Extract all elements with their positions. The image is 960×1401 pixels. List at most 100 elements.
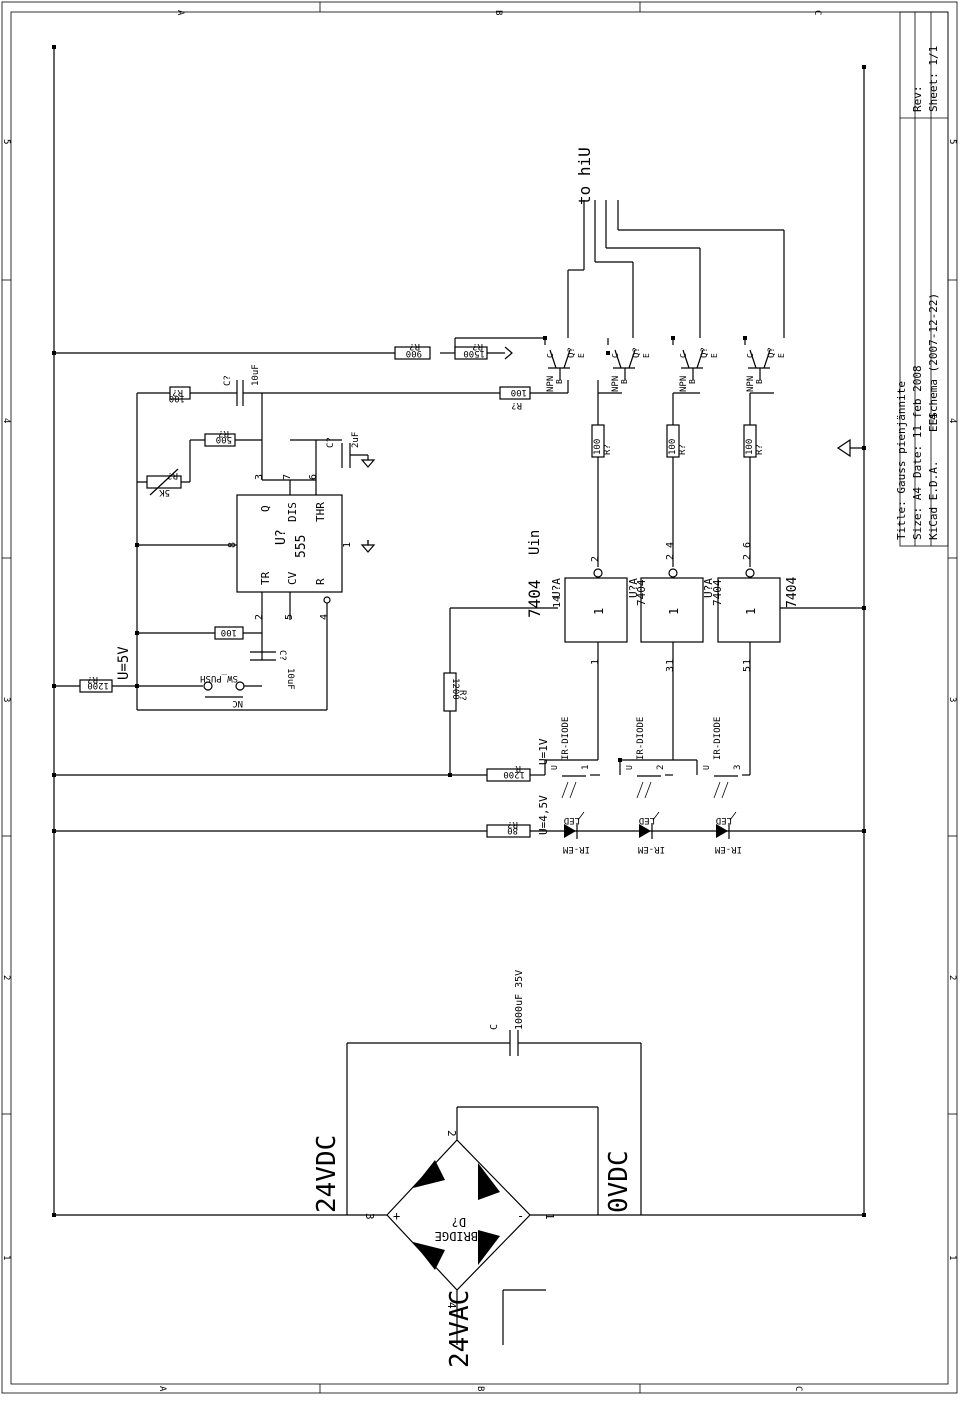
bulk-cap-value: 1000uF 35V: [514, 970, 525, 1030]
inverter-1-symbol: 1: [592, 608, 606, 615]
npn-pin-c: C: [611, 353, 620, 358]
logic-u-a-2: U?A: [627, 578, 640, 598]
ir-led-type: IR-EM: [714, 844, 742, 854]
pot-ref: R?: [167, 470, 178, 480]
label-0vdc: 0VDC: [604, 1150, 634, 1213]
logic-pin14: 14: [552, 596, 563, 608]
r100-q1: [499, 386, 531, 400]
r1200-ir: [486, 768, 531, 782]
bridge-pin-2: 2: [445, 1130, 458, 1137]
r900: [394, 346, 431, 360]
tool-text: KiCad E.D.A.: [927, 461, 940, 540]
r1200-supply-ref: R?: [87, 674, 98, 684]
ir-led-label: LED: [639, 815, 655, 825]
r500-ref: R?: [218, 428, 229, 438]
switch-name: SW_PUSH: [200, 673, 238, 683]
title-text: Title: Gauss pienjännite: [895, 381, 908, 540]
base-resistor-body: [666, 424, 680, 458]
ir-led-ray: [577, 811, 585, 821]
ir-receiver-type: IR-DIODE: [636, 717, 646, 760]
bulk-capacitor: [509, 1030, 519, 1056]
bridge-pin-4: 4: [445, 1302, 458, 1309]
ir-receiver-ray-2: [644, 781, 652, 799]
logic-part-3: 7404: [711, 579, 724, 606]
sheet-text: Sheet: 1/1: [927, 46, 940, 112]
c2uf-gnd-symbol: [360, 455, 376, 468]
ir-wires: [54, 759, 864, 832]
ic-555-pin5: 5: [284, 614, 295, 620]
switch-contact-a: [203, 681, 213, 691]
logic-vcc-label: Uin: [527, 530, 543, 555]
ic-555-ref: U?: [274, 529, 289, 545]
ic-555-pin1: 1: [342, 542, 353, 548]
label-u45v: U=4,5V: [537, 795, 550, 835]
logic-in-pin-3-a: 5: [742, 666, 753, 672]
logic-out-pin-3-a: 2: [742, 554, 753, 560]
base-resistor-body: [743, 424, 757, 458]
ir-receiver-ray-1: [636, 781, 644, 799]
logic-out-pin-1: 2: [590, 556, 601, 562]
r100-q1-value: 100: [511, 387, 527, 397]
ir-led-label: LED: [716, 815, 732, 825]
ir-led-type: IR-EM: [562, 844, 590, 854]
inverter-2-bubble: [668, 568, 678, 578]
npn-pin-b: B: [688, 379, 697, 384]
ir-receiver-ray-1: [713, 781, 721, 799]
frame-col-3-right: 3: [947, 697, 957, 702]
npn-pin-e: E: [577, 353, 586, 358]
ir-led-ray: [652, 811, 660, 821]
logic-out-pin-2-a: 2: [665, 554, 676, 560]
title-block: Title: Gauss pienjännite Size: A4 Date: …: [895, 11, 949, 547]
ic-555-pin-tr: TR: [259, 571, 272, 585]
c10-top: [236, 380, 244, 406]
logic-wires: [449, 607, 864, 775]
bridge-plus: +: [393, 1209, 400, 1223]
r500-value: 500: [216, 434, 232, 444]
logic-in-pin-2-b: 1: [665, 659, 676, 665]
npn-ref: Q?: [700, 347, 710, 358]
ic-555-pin6: 6: [308, 474, 319, 480]
base-resistor-ref: R?: [678, 444, 688, 455]
base-resistor-value: 100: [593, 439, 603, 455]
logic-in-pin-2-a: 3: [665, 666, 676, 672]
c2uf-ref: C?: [326, 437, 336, 448]
inverter-3-bubble: [745, 568, 755, 578]
ir-receiver-pin-u: U: [550, 765, 559, 770]
logic-u-a-3: U?A: [702, 578, 715, 598]
ic-555-gnd-symbol: [360, 540, 376, 553]
ir-led-triangle: [639, 824, 651, 838]
r80-value: 80: [507, 825, 518, 835]
frame-col-4-right: 4: [947, 418, 957, 423]
ic-555-value: 555: [294, 535, 309, 558]
c10-top-value: 10uF: [251, 364, 261, 386]
inverter-1-bubble: [593, 568, 603, 578]
r900-value: 900: [406, 348, 422, 358]
logic-in-pin-3-b: 1: [742, 659, 753, 665]
ic-555-pin-cv: CV: [286, 571, 299, 585]
ic-555-pin-r: R: [314, 578, 327, 585]
ir-led-ray: [729, 811, 737, 821]
base-resistor-value: 100: [668, 439, 678, 455]
c10-bot: [250, 651, 276, 661]
ir-receiver-ray-2: [721, 781, 729, 799]
size-text: Size: A4: [911, 487, 924, 540]
ir-receiver-pin: 2: [656, 765, 666, 770]
c2uf: [341, 443, 351, 468]
frame-col-2-right: 2: [947, 975, 957, 980]
r100-top-value: 100: [169, 393, 185, 403]
id-text: 4: [927, 413, 940, 420]
rev-text: Rev:: [911, 86, 924, 113]
npn-ref: Q?: [767, 347, 777, 358]
pot-arrow: [149, 468, 179, 496]
eeschema-text: EESchema (2007-12-22): [927, 293, 940, 432]
r100-mid: [214, 626, 244, 640]
label-to-hiu: to hiU: [575, 147, 594, 205]
r80-ref: R?: [507, 819, 518, 829]
bridge-pin-1: 1: [543, 1213, 556, 1220]
